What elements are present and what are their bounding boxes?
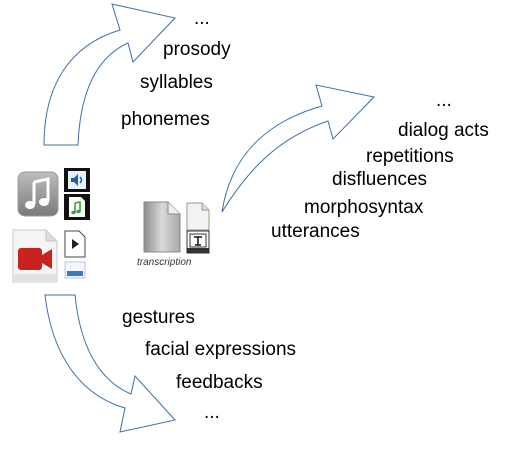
right-label-dialog-acts: dialog acts xyxy=(398,120,489,141)
bottom-label-gestures: gestures xyxy=(122,307,195,328)
transcription-caption: transcription xyxy=(137,257,192,268)
top-branch-arrow xyxy=(43,3,176,146)
music-note-icon xyxy=(17,171,59,217)
video-camera-icon xyxy=(12,229,58,283)
speaker-icon xyxy=(64,168,90,192)
right-label-morphosyntax: morphosyntax xyxy=(304,197,424,218)
right-label-disfluences: disfluences xyxy=(332,169,428,190)
right-label-repetitions: repetitions xyxy=(366,146,454,167)
top-label-syllables: syllables xyxy=(140,72,213,93)
text-file-icon xyxy=(186,202,210,254)
text-document-icon xyxy=(143,201,181,253)
top-label-phonemes: phonemes xyxy=(121,109,210,130)
bottom-label-feedbacks: feedbacks xyxy=(176,372,263,393)
bottom-label-facial-expressions: facial expressions xyxy=(145,339,297,360)
play-file-icon xyxy=(64,230,86,279)
bottom-label-ellipsis: ... xyxy=(204,402,220,423)
right-branch-arrow xyxy=(221,84,375,213)
top-label-prosody: prosody xyxy=(163,39,231,60)
audio-file-icon xyxy=(64,194,90,220)
right-label-ellipsis: ... xyxy=(436,90,452,111)
bottom-branch-arrow xyxy=(44,294,176,433)
right-label-utterances: utterances xyxy=(271,221,360,242)
top-label-ellipsis: ... xyxy=(194,8,210,29)
